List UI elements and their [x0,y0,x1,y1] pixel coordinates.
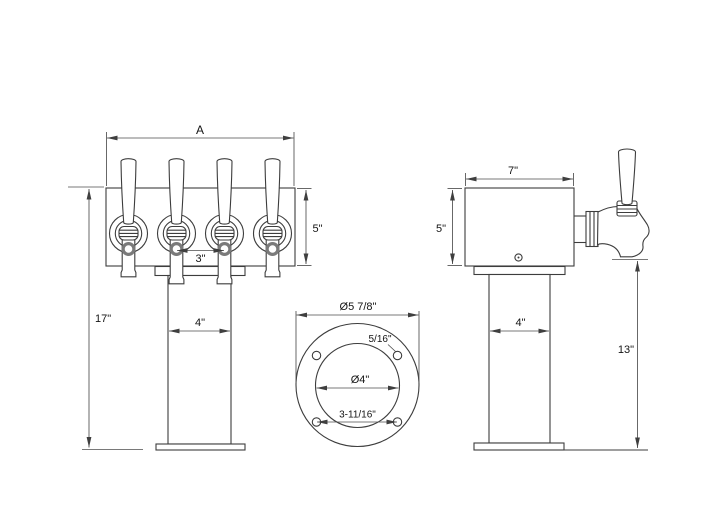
front-view: A 5" 3" 17" 4" [68,123,323,451]
mounting-hole [392,350,403,361]
dim-side-body-height: 5" [436,188,462,266]
side-faucet [574,148,650,258]
front-column [167,274,232,445]
dim-faucet-spacing-label: 3" [195,253,205,265]
side-base-flange [473,442,565,451]
dim-body-depth: 7" [465,165,574,186]
front-base-flange [155,443,246,451]
dim-overall-width: A [106,123,295,186]
dim-spout-clearance: 13" [612,259,648,448]
dim-front-column-width-label: 4" [195,317,205,329]
dim-hole-spacing-label: 3-11/16" [339,410,376,421]
side-view: 7" 5" 4" 13" [436,148,650,451]
dim-overall-height-label: 17" [95,313,111,325]
side-column-top-plate [473,265,566,276]
dim-side-column-width-label: 4" [515,317,525,329]
flange-outer-circle [295,322,420,448]
dim-front-column-width: 4" [169,317,230,334]
dim-overall-width-label: A [196,123,204,137]
dim-column-diameter-label: Ø4" [351,374,370,386]
dim-flange-outer-diameter-label: Ø5 7/8" [340,301,377,313]
dim-hole-diameter-label: 5/16" [368,334,391,345]
dim-side-column-width: 4" [490,317,549,334]
dim-column-diameter: Ø4" [316,374,399,391]
mounting-hole [311,350,322,361]
dim-side-body-height-label: 5" [436,223,446,235]
base-flange-view: Ø5 7/8" Ø4" 5/16" 3-11/16" [295,301,420,448]
side-column [488,273,551,444]
dim-overall-height: 17" [68,186,143,450]
dim-body-depth-label: 7" [508,165,518,177]
column-circle [314,342,401,429]
dim-faucet-spacing: 3" [177,248,224,265]
dim-hole-spacing: 3-11/16" [317,410,397,425]
dim-front-body-height: 5" [297,188,323,266]
dim-hole-diameter: 5/16" [368,334,396,352]
drain-screw-icon [514,253,523,262]
front-column-top-plate [154,265,246,277]
dim-spout-clearance-label: 13" [618,344,634,356]
front-tower-body [105,187,296,267]
side-tower-body [464,187,575,267]
dim-front-body-height-label: 5" [313,223,323,235]
tap-handle [617,148,637,206]
dim-flange-outer-diameter: Ø5 7/8" [295,301,420,383]
